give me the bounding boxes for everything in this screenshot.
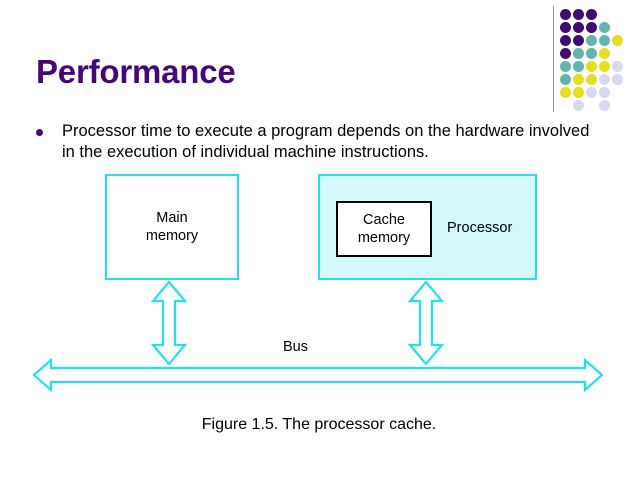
dot-grid-dot — [586, 61, 597, 72]
dot-grid-dot — [573, 48, 584, 59]
dot-grid-dot — [586, 87, 597, 98]
system-bus-arrow — [32, 357, 604, 397]
processor-label: Processor — [447, 220, 513, 236]
dot-grid-dot — [573, 100, 584, 111]
dot-grid-dot — [586, 9, 597, 20]
dot-grid-dot — [599, 48, 610, 59]
cache-memory-box: Cache memory — [336, 201, 432, 257]
figure-caption: Figure 1.5. The processor cache. — [201, 416, 437, 433]
dot-grid-dot — [586, 74, 597, 85]
dot-grid-dot — [560, 9, 571, 20]
dot-grid-dot — [573, 61, 584, 72]
dot-grid-dot — [560, 87, 571, 98]
dot-grid-dot — [586, 22, 597, 33]
cache-memory-label: Cache memory — [358, 211, 410, 247]
dot-grid-dot — [573, 74, 584, 85]
dot-grid-dot — [599, 35, 610, 46]
main-memory-box: Main memory — [105, 174, 239, 280]
dot-grid-dot — [560, 35, 571, 46]
dot-grid-dot — [599, 100, 610, 111]
dot-grid-decoration — [560, 9, 630, 113]
dot-grid-dot — [573, 87, 584, 98]
dot-grid-dot — [560, 74, 571, 85]
bullet-text: Processor time to execute a program depe… — [62, 122, 590, 161]
page-title: Performance — [36, 53, 236, 90]
dot-grid-dot — [586, 35, 597, 46]
processor-bus-arrow — [407, 280, 445, 370]
dot-grid-dot — [573, 22, 584, 33]
cache-memory-label-line2: memory — [357, 230, 411, 246]
bullet-dot-icon — [36, 129, 43, 136]
decorative-vertical-rule — [553, 6, 554, 112]
dot-grid-dot — [612, 35, 623, 46]
dot-grid-dot — [612, 74, 623, 85]
dot-grid-dot — [560, 22, 571, 33]
main-memory-label: Main memory — [146, 209, 198, 245]
dot-grid-dot — [599, 87, 610, 98]
dot-grid-dot — [599, 74, 610, 85]
dot-grid-dot — [599, 61, 610, 72]
cache-memory-label-line1: Cache — [363, 212, 405, 228]
main-memory-bus-arrow — [150, 280, 188, 370]
dot-grid-dot — [573, 9, 584, 20]
dot-grid-dot — [573, 35, 584, 46]
dot-grid-dot — [560, 61, 571, 72]
main-memory-label-line1: Main — [156, 210, 188, 226]
bus-label: Bus — [283, 339, 308, 355]
dot-grid-dot — [612, 61, 623, 72]
bullet-item: Processor time to execute a program depe… — [36, 121, 602, 163]
main-memory-label-line2: memory — [145, 228, 199, 244]
dot-grid-dot — [560, 48, 571, 59]
dot-grid-dot — [599, 22, 610, 33]
dot-grid-dot — [586, 48, 597, 59]
